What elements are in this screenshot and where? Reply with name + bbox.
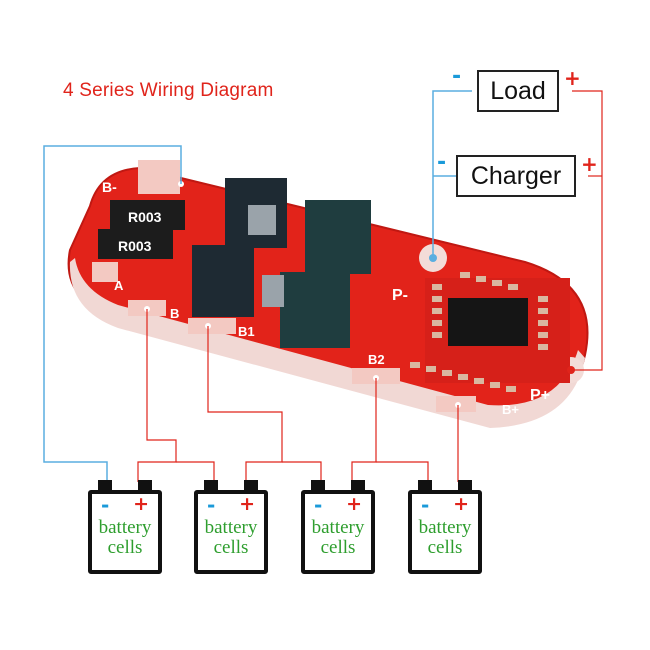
cell-minus-sign: - xyxy=(207,493,216,517)
pad-label-a: A xyxy=(114,278,124,293)
resistor-code-2: R003 xyxy=(118,238,152,254)
pad-a xyxy=(92,262,118,282)
mosfet-tab-2 xyxy=(262,275,284,307)
pad-label-p-minus: P- xyxy=(392,287,408,304)
pad-b1 xyxy=(188,318,236,334)
negative-wires xyxy=(43,90,472,482)
cell-positive-terminal xyxy=(458,480,472,492)
pad-label-p-plus: P+ xyxy=(530,387,550,404)
mosfet-2 xyxy=(305,200,371,274)
cell-minus-sign: - xyxy=(314,493,323,517)
pad-label-b: B xyxy=(170,306,179,321)
pad-label-b1: B1 xyxy=(238,324,255,339)
load-box: Load xyxy=(477,70,559,112)
cell-plus-sign: + xyxy=(453,493,469,515)
cell-negative-terminal xyxy=(204,480,218,492)
bms-board: R003 R003 B- A B B1 B2 B+ P- P+ xyxy=(67,160,589,428)
cell-positive-terminal xyxy=(351,480,365,492)
pad-b-minus xyxy=(138,160,180,194)
charger-plus-sign: + xyxy=(581,152,598,176)
load-minus-sign: - xyxy=(452,64,462,89)
cell-negative-terminal xyxy=(98,480,112,492)
load-label: Load xyxy=(490,76,546,105)
charger-box: Charger xyxy=(456,155,576,197)
pcb-edge xyxy=(69,258,585,428)
resistor-2 xyxy=(98,229,173,259)
cell-negative-terminal xyxy=(418,480,432,492)
diagram-title: 4 Series Wiring Diagram xyxy=(63,80,274,101)
pad-label-b-minus: B- xyxy=(102,179,117,195)
mosfet-tab-1 xyxy=(248,205,276,235)
cell-positive-terminal xyxy=(244,480,258,492)
pad-label-b2: B2 xyxy=(368,352,385,367)
cell-plus-sign: + xyxy=(133,493,149,515)
ic-chip xyxy=(448,298,528,346)
smd-components xyxy=(410,272,548,392)
load-plus-sign: + xyxy=(564,66,581,90)
pad-label-b-plus: B+ xyxy=(502,402,519,417)
cell-positive-terminal xyxy=(138,480,152,492)
mosfet-3 xyxy=(192,245,254,317)
positive-wires xyxy=(137,90,603,482)
cell-minus-sign: - xyxy=(421,493,430,517)
mosfet-4 xyxy=(280,272,350,348)
resistor-1 xyxy=(110,200,185,230)
resistor-code-1: R003 xyxy=(128,209,162,225)
charger-label: Charger xyxy=(470,161,562,190)
cell-minus-sign: - xyxy=(101,493,110,517)
cell-plus-sign: + xyxy=(346,493,362,515)
charger-minus-sign: - xyxy=(437,150,447,175)
cell-negative-terminal xyxy=(311,480,325,492)
cell-plus-sign: + xyxy=(239,493,255,515)
